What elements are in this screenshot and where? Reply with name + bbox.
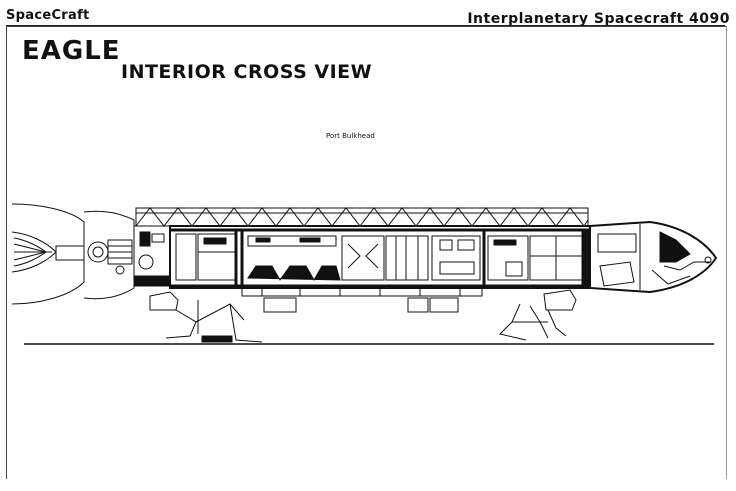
aft-module: [175, 230, 244, 288]
reactor-section: [133, 225, 171, 287]
rear-landing-gear: [165, 300, 263, 343]
cockpit-nose: [589, 220, 718, 294]
header-brand-label: SpaceCraft: [6, 8, 90, 23]
diagram-title: EAGLE: [22, 36, 121, 66]
port-bulkhead-label: Port Bulkhead: [326, 132, 375, 140]
drawing-frame: [6, 26, 727, 479]
passenger-module: [247, 235, 481, 282]
front-landing-gear: [499, 303, 567, 341]
forward-module: [482, 229, 591, 289]
engine-nozzle: [11, 203, 135, 305]
main-hull: [169, 225, 591, 289]
header-rule: [6, 25, 725, 26]
engine-machinery: [55, 239, 133, 275]
header-series-label: Interplanetary Spacecraft 4090: [467, 11, 730, 27]
diagram-subtitle: INTERIOR CROSS VIEW: [121, 61, 373, 83]
truss-spine: [135, 207, 589, 227]
landing-pods: [149, 289, 577, 313]
lower-equipment-strip: [241, 287, 483, 297]
